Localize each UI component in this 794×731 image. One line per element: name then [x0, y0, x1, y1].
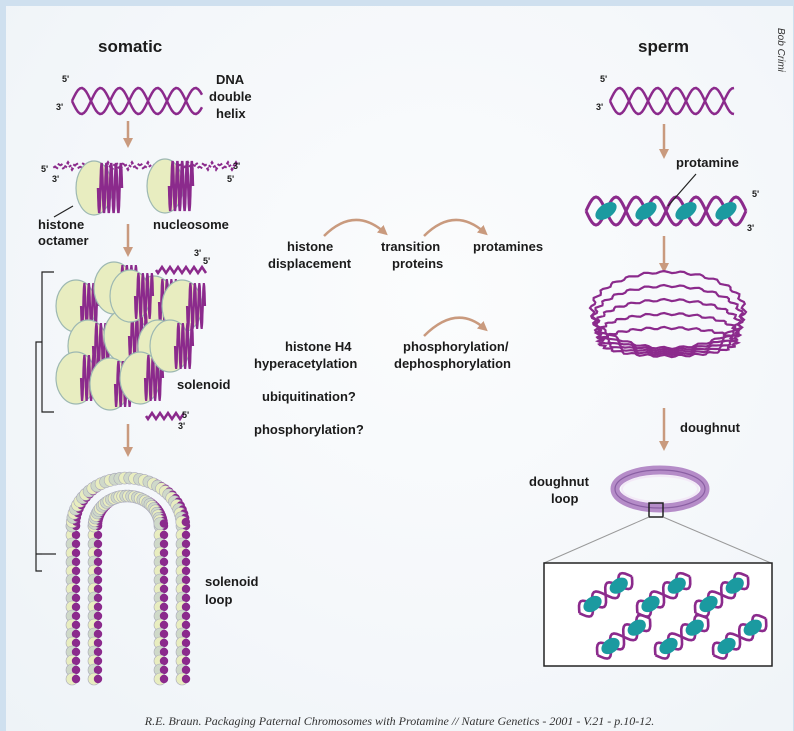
strand-end-5: 5': [752, 189, 759, 199]
solenoid-fiber: [56, 262, 206, 419]
strand-end-3: 3': [233, 161, 240, 171]
strand-end-3: 3': [194, 248, 201, 258]
strand-end-3: 3': [52, 174, 59, 184]
arrow-displacement-to-transition: [324, 220, 384, 236]
histone-h4-label: histone H4 hyperacetylation: [254, 339, 357, 371]
loop-bracket: [36, 342, 42, 571]
somatic-dna-helix: [72, 88, 202, 114]
nucleosome-label: nucleosome: [153, 217, 229, 232]
solenoid-label: solenoid: [177, 377, 231, 392]
strand-end-5: 5': [600, 74, 607, 84]
toroid-coil: [594, 299, 742, 353]
figure-panel: somatic sperm Bob Crimi 5' 3' DNA double…: [6, 6, 793, 731]
strand-end-3: 3': [178, 421, 185, 431]
solenoid-loop-label: solenoid loop: [205, 574, 262, 607]
zoom-line-right: [663, 517, 771, 563]
strand-end-3: 3': [56, 102, 63, 112]
chromatin-diagram: somatic sperm Bob Crimi 5' 3' DNA double…: [6, 6, 793, 731]
sperm-dna-helix: [610, 88, 734, 114]
protamines-label: protamines: [473, 239, 543, 254]
protamine-molecule: [632, 198, 660, 223]
strand-end-5: 5': [182, 410, 189, 420]
leader-histone-octamer: [54, 206, 73, 217]
arrow-phosphorylation: [424, 318, 484, 336]
doughnut-toroid: [590, 271, 746, 357]
zoom-line-left: [544, 517, 649, 563]
solenoid-dna: [175, 324, 193, 368]
toroid-coil: [592, 285, 744, 351]
illustrator-credit: Bob Crimi: [775, 28, 786, 73]
dna-double-helix-label: DNA double helix: [209, 72, 255, 121]
strand-end-5: 5': [227, 174, 234, 184]
protamine-molecule: [712, 198, 740, 223]
strand-end-5: 5': [62, 74, 69, 84]
transition-proteins-label: transition proteins: [381, 239, 444, 271]
protamine-molecule: [672, 198, 700, 223]
nucleosome-string: [54, 159, 238, 215]
histone-octamer-2: [147, 159, 193, 213]
histone-octamer-label: histone octamer: [38, 217, 89, 248]
doughnut-label: doughnut: [680, 420, 741, 435]
arrow-transition-to-protamines: [424, 220, 484, 236]
solenoid-bracket: [42, 272, 54, 412]
header-somatic: somatic: [98, 37, 162, 56]
protamine-label: protamine: [676, 155, 739, 170]
protamine-dna-helix: [586, 197, 746, 225]
solenoid-dna: [135, 274, 153, 318]
solenoid-dna: [187, 284, 205, 328]
strand-end-3: 3': [596, 102, 603, 112]
strand-end-3: 3': [747, 223, 754, 233]
doughnut-loop-label: doughnut loop: [529, 474, 593, 506]
caption: R.E. Braun. Packaging Paternal Chromosom…: [6, 714, 793, 729]
histone-displacement-label: histone displacement: [268, 239, 352, 271]
strand-end-5: 5': [41, 164, 48, 174]
solenoid-loop-fiber: [66, 472, 190, 685]
phosphorylation-dephosphorylation-label: phosphorylation/ dephosphorylation: [394, 339, 512, 371]
strand-end-5: 5': [203, 256, 210, 266]
protamine-molecule: [592, 198, 620, 223]
phosphorylation-q-label: phosphorylation?: [254, 422, 364, 437]
header-sperm: sperm: [638, 37, 689, 56]
ubiquitination-label: ubiquitination?: [262, 389, 356, 404]
histone-octamer-1: [76, 161, 122, 215]
